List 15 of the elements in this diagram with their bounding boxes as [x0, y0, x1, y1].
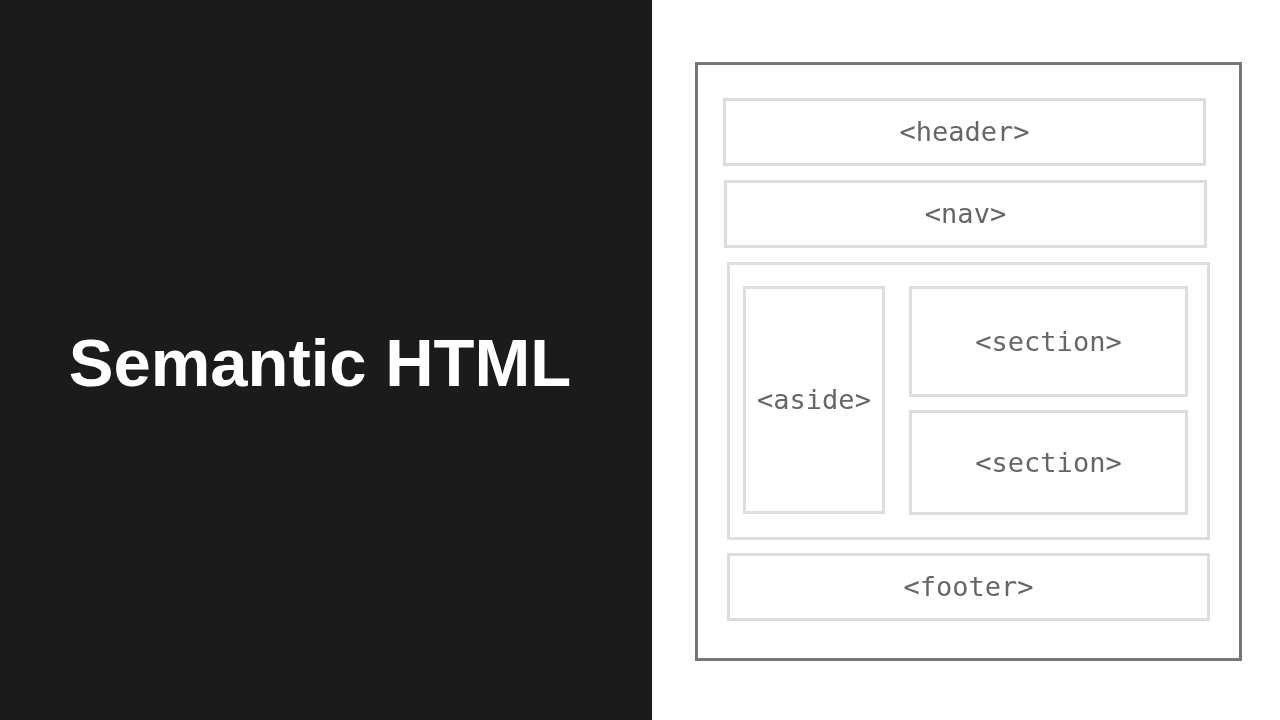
main-container: [727, 262, 1210, 540]
section-box: [909, 286, 1188, 397]
tag-label: <footer>: [903, 572, 1034, 602]
footer-box: [727, 553, 1210, 621]
tag-label: <section>: [975, 447, 1122, 478]
page-title: Semantic HTML: [68, 328, 572, 396]
header-box: [723, 98, 1206, 166]
aside-box: [743, 286, 885, 514]
nav-box: [724, 180, 1207, 248]
tag-label: <nav>: [924, 199, 1007, 229]
tag-label: <header>: [899, 117, 1030, 147]
section-box: [909, 410, 1188, 515]
tag-label: <aside>: [757, 385, 871, 415]
tag-label: <section>: [975, 326, 1122, 357]
page-frame: [695, 62, 1242, 661]
